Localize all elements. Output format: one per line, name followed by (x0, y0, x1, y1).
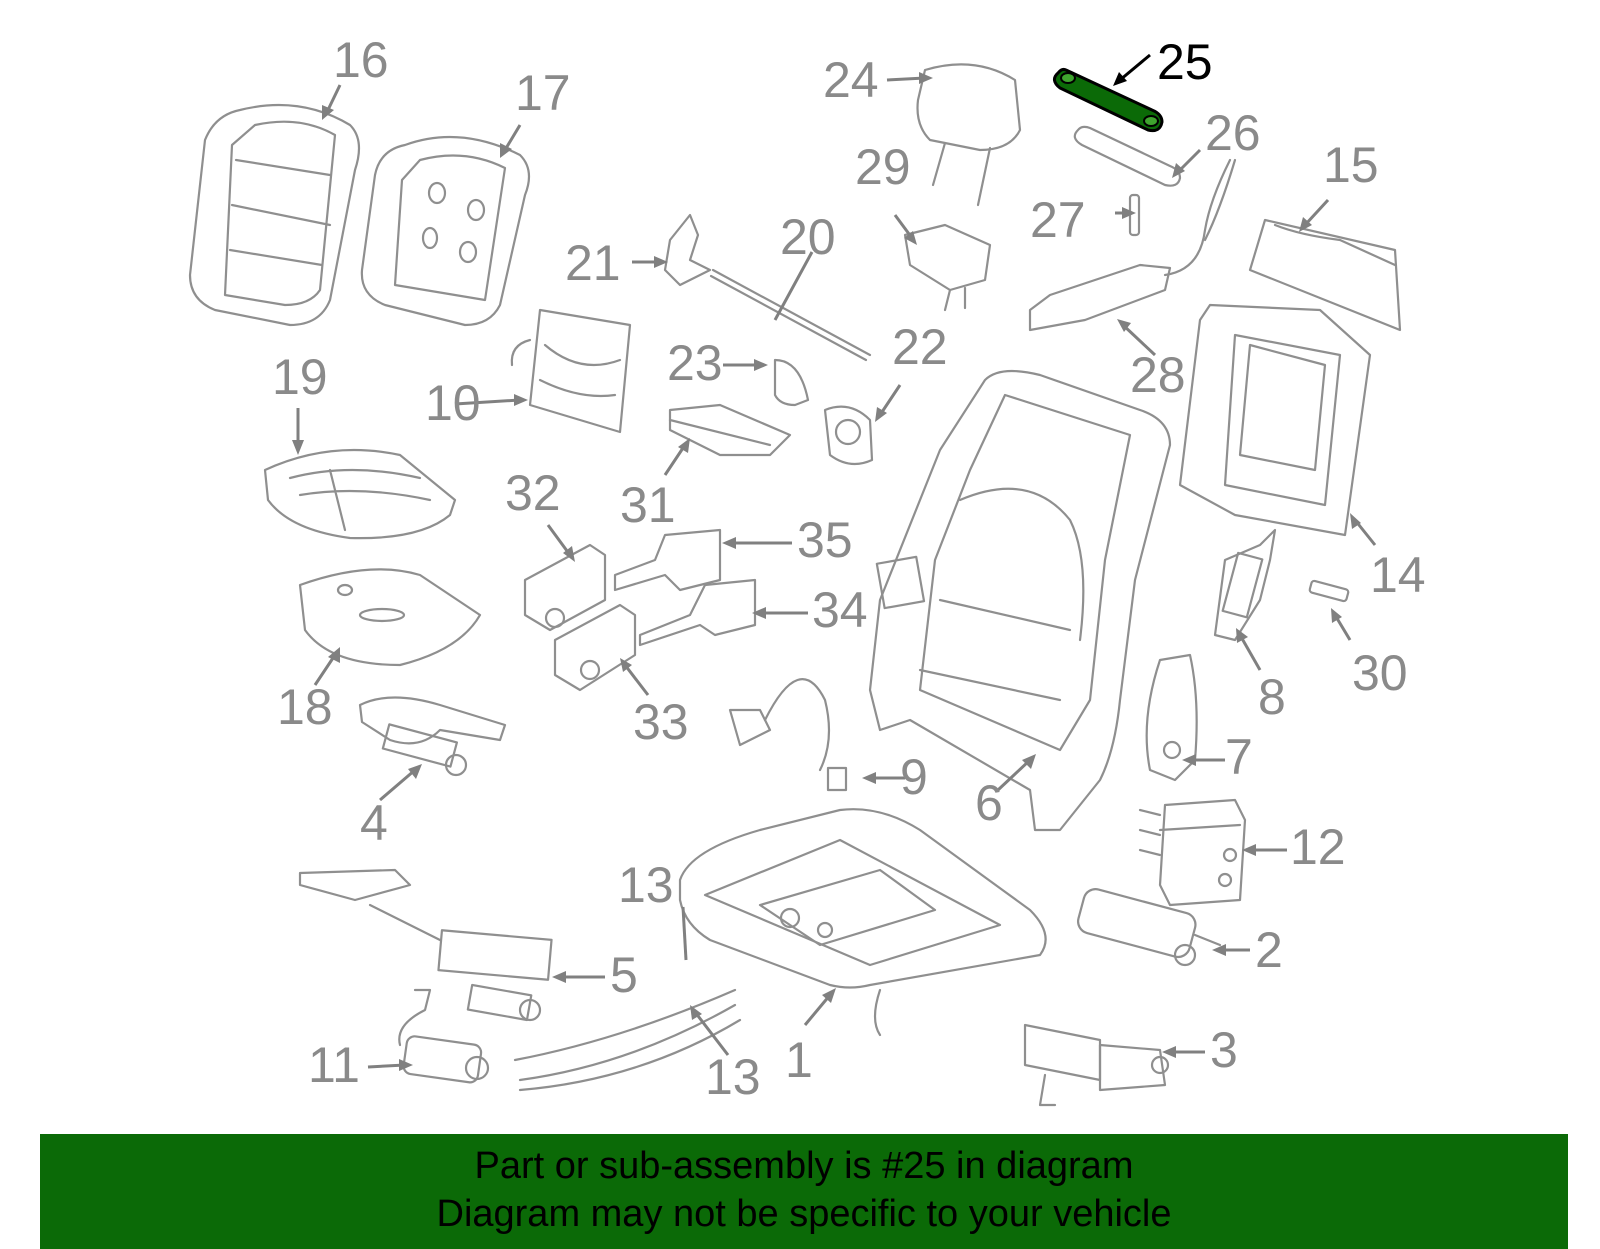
info-banner: Part or sub-assembly is #25 in diagram D… (40, 1134, 1568, 1249)
part-8-motor[interactable] (1213, 528, 1277, 642)
callout-2: 2 (1255, 922, 1283, 978)
callout-19: 19 (272, 349, 328, 405)
part-19-cushion-cover[interactable] (263, 448, 457, 540)
part-4-motor[interactable] (358, 696, 507, 777)
callout-23: 23 (667, 335, 723, 391)
callout-30: 30 (1352, 645, 1408, 701)
part-13-trim-strips[interactable] (513, 988, 742, 1092)
part-34-switch-bracket[interactable] (638, 578, 757, 647)
callout-5: 5 (610, 947, 638, 1003)
callout-4: 4 (360, 795, 388, 851)
callout-15: 15 (1323, 137, 1379, 193)
leader-arrows (292, 53, 1377, 1071)
part-29-guide-bracket[interactable] (903, 223, 992, 312)
callout-17: 17 (515, 65, 571, 121)
callout-12: 12 (1290, 819, 1346, 875)
callout-7: 7 (1225, 729, 1253, 785)
callout-10: 10 (425, 375, 481, 431)
callout-22: 22 (892, 319, 948, 375)
callout-18: 18 (277, 679, 333, 735)
callout-29: 29 (855, 139, 911, 195)
part-11-motor[interactable] (398, 988, 490, 1084)
part-25-highlighted-strip[interactable] (1053, 67, 1164, 133)
part-15-rear-cover[interactable] (1248, 218, 1402, 332)
part-16-backrest-cover[interactable] (188, 103, 361, 327)
callout-16: 16 (333, 32, 389, 88)
callout-20: 20 (780, 209, 836, 265)
callout-26: 26 (1205, 105, 1261, 161)
callout-11: 11 (308, 1037, 360, 1093)
callout-24: 24 (823, 52, 879, 108)
banner-line-2: Diagram may not be specific to your vehi… (436, 1193, 1172, 1235)
callout-33: 33 (633, 694, 689, 750)
part-24-headrest[interactable] (916, 63, 1022, 207)
callout-14: 14 (1370, 547, 1426, 603)
part-17-backrest-pad[interactable] (360, 135, 531, 327)
part-1-seat-cushion-frame[interactable] (678, 808, 1047, 1037)
part-2-motor[interactable] (1075, 886, 1222, 967)
part-27-pin[interactable] (1128, 193, 1141, 237)
callout-3: 3 (1210, 1022, 1238, 1078)
part-22-cover[interactable] (823, 405, 874, 466)
callout-8: 8 (1258, 669, 1286, 725)
callout-6: 6 (975, 775, 1003, 831)
callout-34: 34 (812, 582, 868, 638)
callout-13-top: 13 (618, 857, 674, 913)
callout-13-bottom: 13 (705, 1049, 761, 1105)
callout-25-highlighted: 25 (1157, 34, 1213, 90)
callout-32: 32 (505, 465, 561, 521)
callout-21: 21 (565, 235, 621, 291)
callout-35: 35 (797, 512, 853, 568)
part-9-cable[interactable] (728, 678, 848, 792)
callout-31: 31 (620, 477, 676, 533)
part-30-pin[interactable] (1308, 579, 1350, 603)
part-33-switch[interactable] (553, 603, 637, 692)
part-20-rod[interactable] (709, 268, 872, 362)
callout-1: 1 (785, 1032, 813, 1088)
part-26-strip[interactable] (1073, 125, 1182, 187)
part-5-track-motor[interactable] (298, 868, 553, 1022)
part-23-cap[interactable] (773, 358, 810, 407)
part-12-control-module[interactable] (1138, 798, 1247, 907)
part-28-wiring-harness[interactable] (1028, 158, 1237, 332)
part-7-recliner-actuator[interactable] (1145, 653, 1198, 782)
part-18-cushion-pad[interactable] (298, 568, 482, 667)
part-35-switch-bracket[interactable] (613, 528, 722, 592)
callout-28: 28 (1130, 347, 1186, 403)
callout-27: 27 (1030, 192, 1086, 248)
part-6-backrest-frame[interactable] (868, 369, 1172, 832)
part-32-switch[interactable] (523, 543, 607, 632)
banner-line-1: Part or sub-assembly is #25 in diagram (474, 1145, 1134, 1187)
part-10-map-pocket[interactable] (510, 308, 632, 434)
callout-9: 9 (900, 749, 928, 805)
part-31-switch[interactable] (668, 403, 792, 457)
part-14-backrest-panel[interactable] (1178, 303, 1372, 537)
part-21-handle[interactable] (663, 213, 712, 287)
part-3-motor[interactable] (1023, 1023, 1170, 1107)
